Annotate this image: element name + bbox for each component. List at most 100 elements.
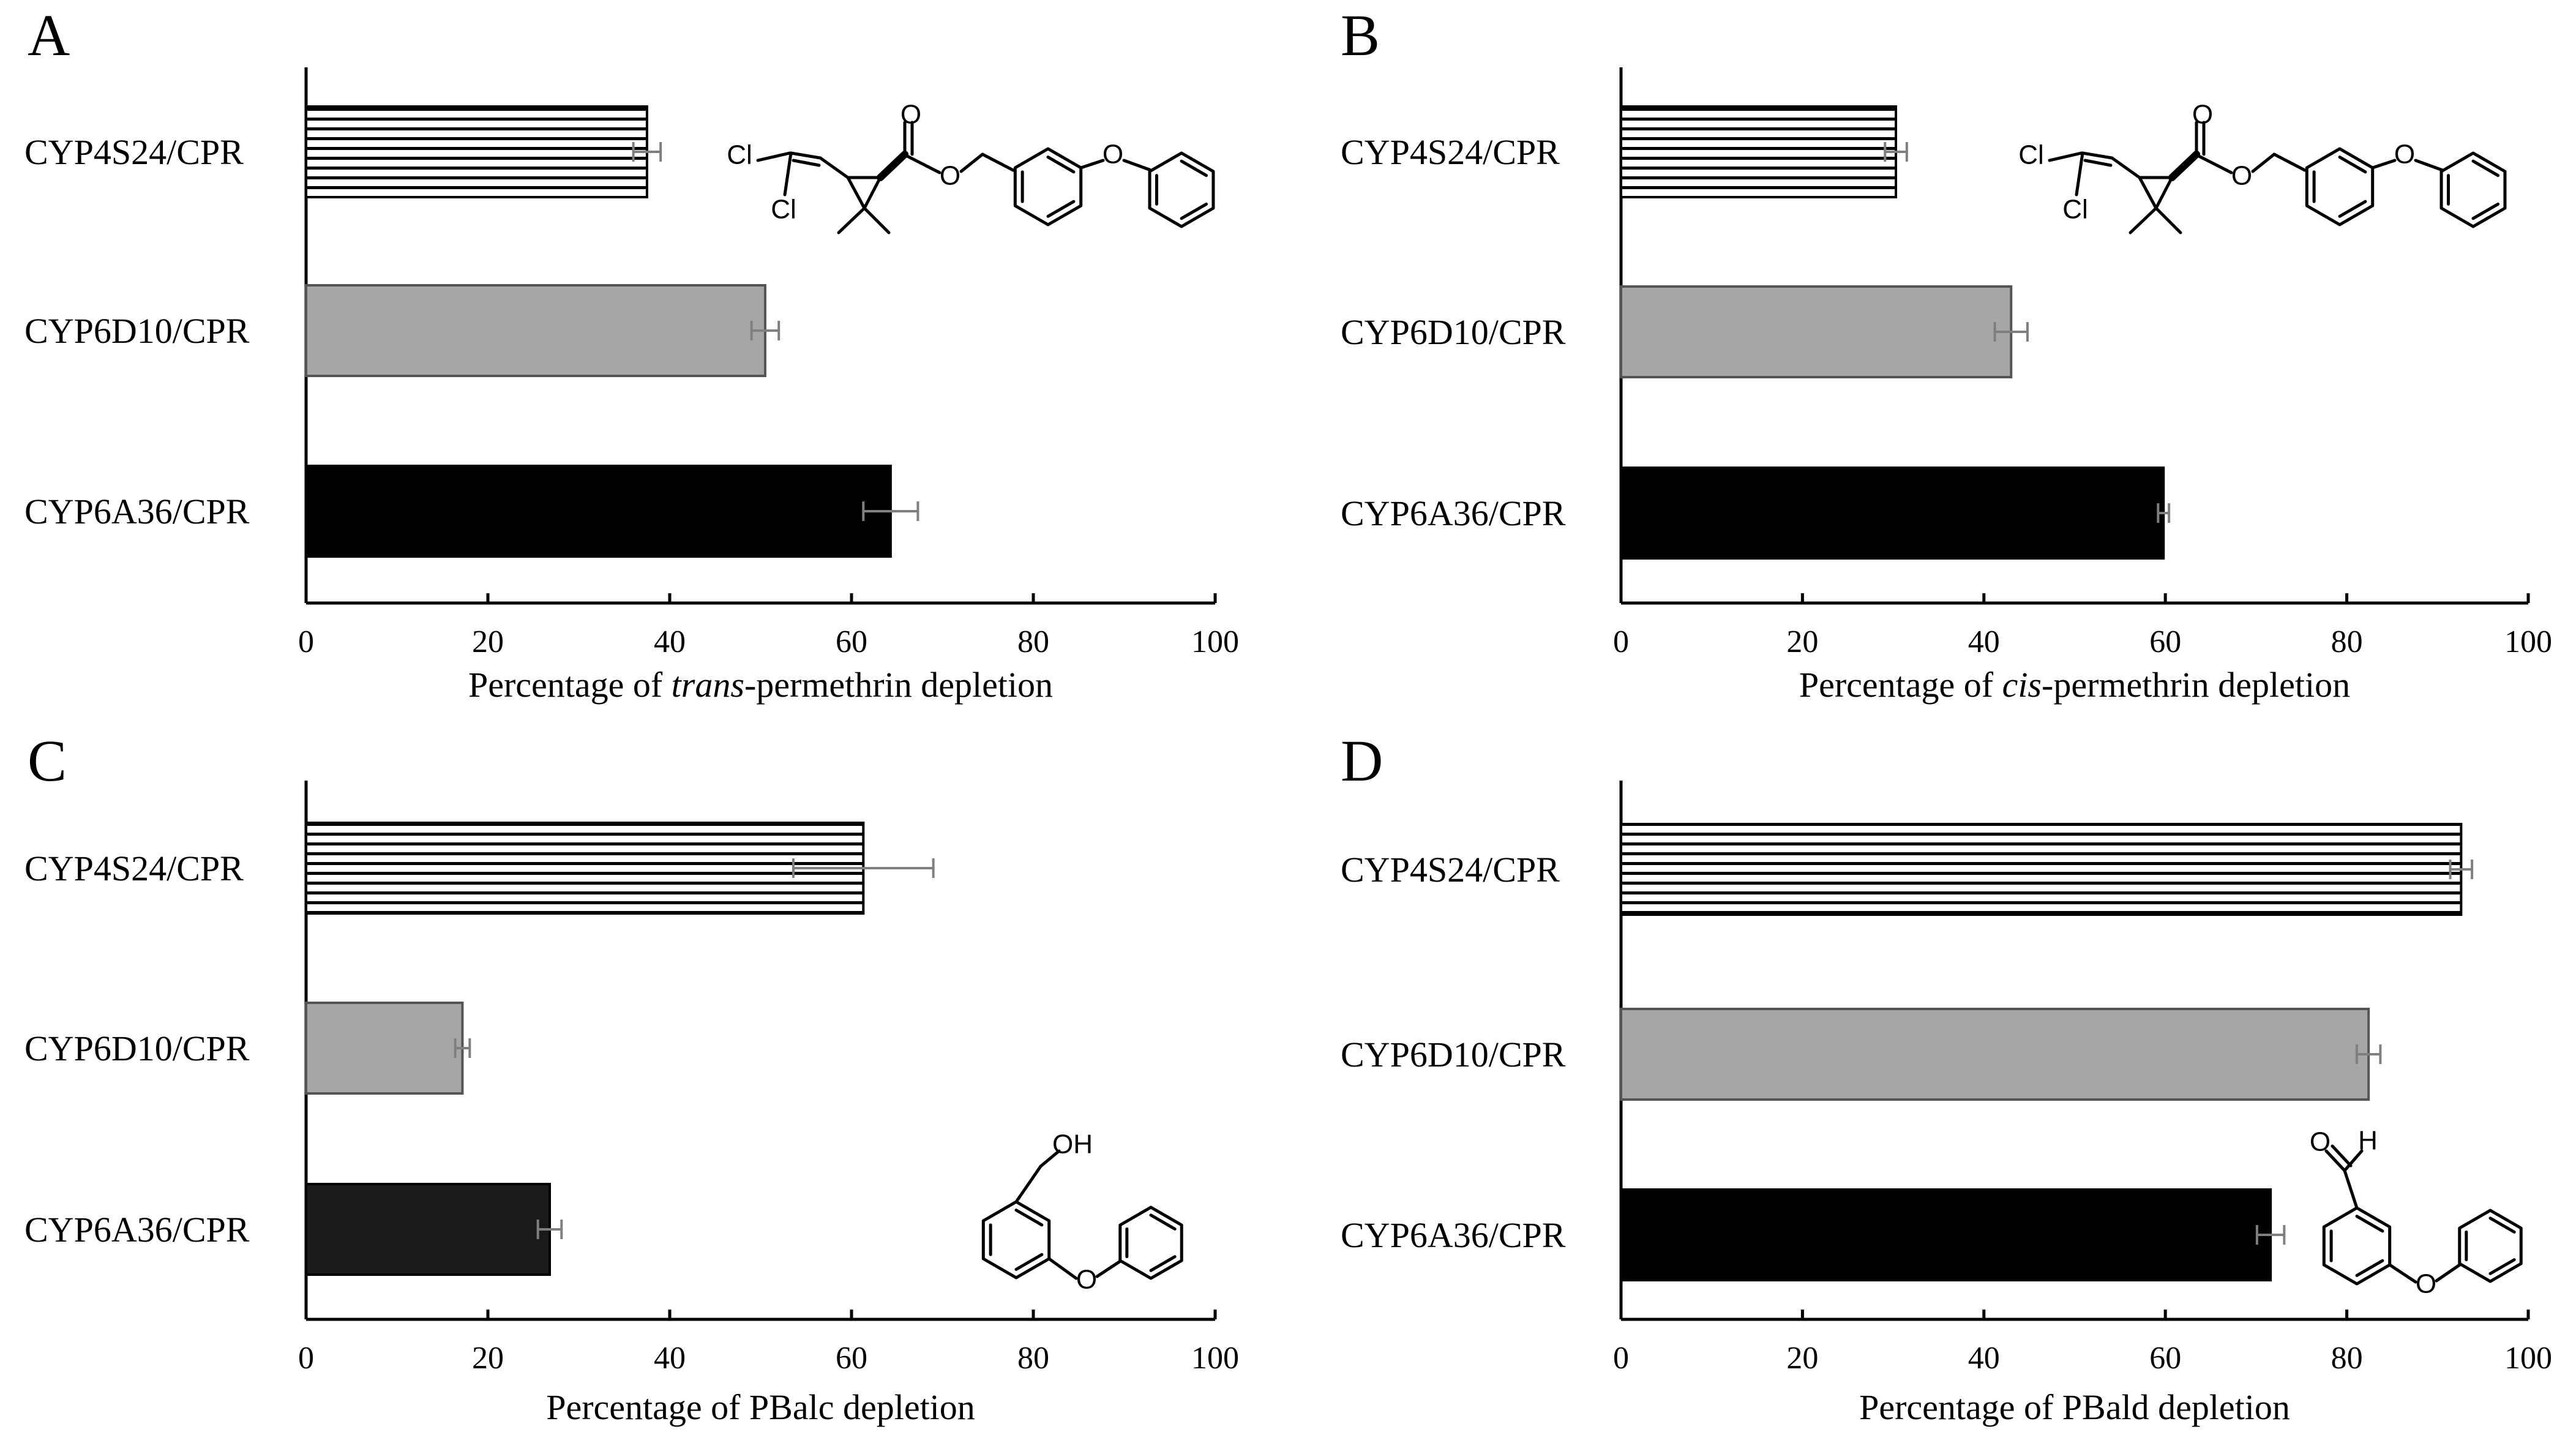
x-tick-labels: 0 20 40 60 80 100: [298, 624, 1239, 659]
double-bond: [1180, 202, 1208, 220]
x-tick-label: 100: [2504, 624, 2552, 659]
bond: [2435, 1263, 2462, 1283]
category-label: CYP4S24/CPR: [24, 132, 244, 172]
category-label: CYP6D10/CPR: [1341, 1035, 1566, 1074]
category-label: CYP6D10/CPR: [24, 311, 250, 351]
chemical-structure: OH O: [981, 1130, 1183, 1295]
x-axis-title-part: Percentage of: [468, 665, 672, 705]
double-bond: [2488, 1258, 2516, 1275]
bond: [2110, 156, 2141, 179]
x-tick-label: 80: [1017, 624, 1049, 659]
double-bond: [2488, 1216, 2516, 1234]
oxygen-atom-label: O: [2416, 1269, 2436, 1299]
x-tick-label: 80: [1017, 1341, 1049, 1376]
x-tick-labels: 0 20 40 60 80 100: [1613, 1341, 2552, 1376]
bond: [789, 151, 822, 160]
x-axis-title: Percentage of cis-permethrin depletion: [1799, 665, 2350, 705]
bond: [2324, 1149, 2346, 1172]
bond: [2075, 151, 2084, 197]
double-bond: [2338, 156, 2367, 174]
oxygen-atom-label: O: [1076, 1265, 1097, 1295]
bar: [305, 1002, 464, 1095]
double-bond: [1046, 156, 1076, 174]
category-label: CYP6D10/CPR: [1341, 312, 1566, 352]
x-axis-title: Percentage of trans-permethrin depletion: [468, 665, 1053, 705]
methyl-bond: [2154, 206, 2182, 234]
double-bond: [2338, 200, 2367, 218]
oxygen-atom-label: O: [2394, 140, 2415, 170]
chlorine-atom-label: Cl: [2018, 140, 2044, 170]
oxygen-atom-label: O: [940, 161, 960, 191]
bond: [2343, 1169, 2359, 1210]
benzene-ring: [1013, 147, 1083, 227]
x-tick-label: 60: [2149, 624, 2181, 659]
oxygen-atom-label: O: [2231, 161, 2252, 191]
bar: [305, 284, 766, 377]
cyclopropane-ring: [2138, 176, 2174, 210]
x-tick-label: 0: [1613, 624, 1629, 659]
x-axis-title-italic: cis: [2002, 665, 2042, 705]
benzene-ring: [1148, 151, 1215, 228]
oxygen-atom-label: O: [2310, 1127, 2331, 1157]
bar: [1620, 1008, 2370, 1101]
bar: [1620, 105, 1898, 198]
benzene-ring: [2322, 1206, 2392, 1286]
chlorine-atom-label: Cl: [727, 140, 752, 170]
double-bond: [2471, 202, 2500, 220]
x-axis-title: Percentage of PBalc depletion: [546, 1387, 975, 1427]
x-tick-label: 60: [836, 1341, 867, 1376]
benzene-ring: [981, 1200, 1051, 1280]
x-axis-title-italic: trans: [672, 665, 744, 705]
x-tick-label: 60: [836, 624, 867, 659]
panel-letter: B: [1341, 2, 1380, 68]
hydroxyl-label: OH: [1052, 1130, 1093, 1160]
double-bond: [1149, 1213, 1177, 1231]
x-tick-labels: 0 20 40 60 80 100: [1613, 624, 2552, 659]
panel-d: D CYP4S24/CPR CYP6D10/CPR CYP6A36/CPR 0 …: [1341, 728, 2552, 1427]
bond: [2083, 159, 2113, 167]
x-tick-label: 100: [2504, 1341, 2552, 1376]
benzene-ring: [2458, 1209, 2523, 1283]
bond: [1095, 1259, 1122, 1278]
wedge-bond: [2168, 151, 2200, 181]
panel-letter: C: [28, 728, 67, 793]
cyclopropane-ring: [846, 176, 882, 210]
bond: [904, 154, 942, 174]
bar: [1620, 823, 2463, 916]
x-tick-labels: 0 20 40 60 80 100: [298, 1341, 1239, 1376]
wedge-bond: [877, 151, 908, 181]
bond: [2331, 1144, 2353, 1168]
bond: [959, 152, 984, 173]
bond: [818, 156, 850, 179]
bond: [783, 151, 793, 197]
x-axis-title-part: -permethrin depletion: [2042, 665, 2350, 705]
x-axis-title-part: Percentage of: [1799, 665, 2002, 705]
bond: [1014, 1164, 1043, 1204]
category-labels: CYP4S24/CPR CYP6D10/CPR CYP6A36/CPR: [1341, 132, 1566, 533]
double-bond: [2355, 1215, 2384, 1233]
x-tick-label: 0: [1613, 1341, 1629, 1376]
x-axis-title-part: -permethrin depletion: [744, 665, 1053, 705]
category-label: CYP4S24/CPR: [1341, 850, 1560, 890]
x-tick-label: 60: [2149, 1341, 2181, 1376]
x-tick-label: 0: [298, 1341, 314, 1376]
bar: [305, 105, 648, 198]
bond: [1047, 1257, 1078, 1280]
double-bond: [2355, 1259, 2384, 1277]
category-label: CYP6A36/CPR: [1341, 1215, 1566, 1255]
bond: [1039, 1149, 1061, 1168]
bar: [1620, 1188, 2272, 1281]
methyl-bond: [2129, 206, 2158, 234]
bar: [305, 1183, 551, 1276]
panel-c: C CYP4S24/CPR CYP6D10/CPR CYP6A36/CPR 0 …: [24, 728, 1239, 1427]
panel-a: A CYP4S24/CPR CYP6D10/CPR CYP6A36/CPR 0 …: [24, 2, 1239, 705]
bond: [1122, 159, 1153, 172]
bond: [2343, 1149, 2364, 1172]
bond: [2081, 151, 2114, 160]
hydrogen-atom-label: H: [2358, 1126, 2378, 1156]
panel-letter: D: [1341, 728, 1383, 793]
x-tick-label: 40: [1968, 624, 2000, 659]
x-tick-label: 20: [472, 1341, 504, 1376]
